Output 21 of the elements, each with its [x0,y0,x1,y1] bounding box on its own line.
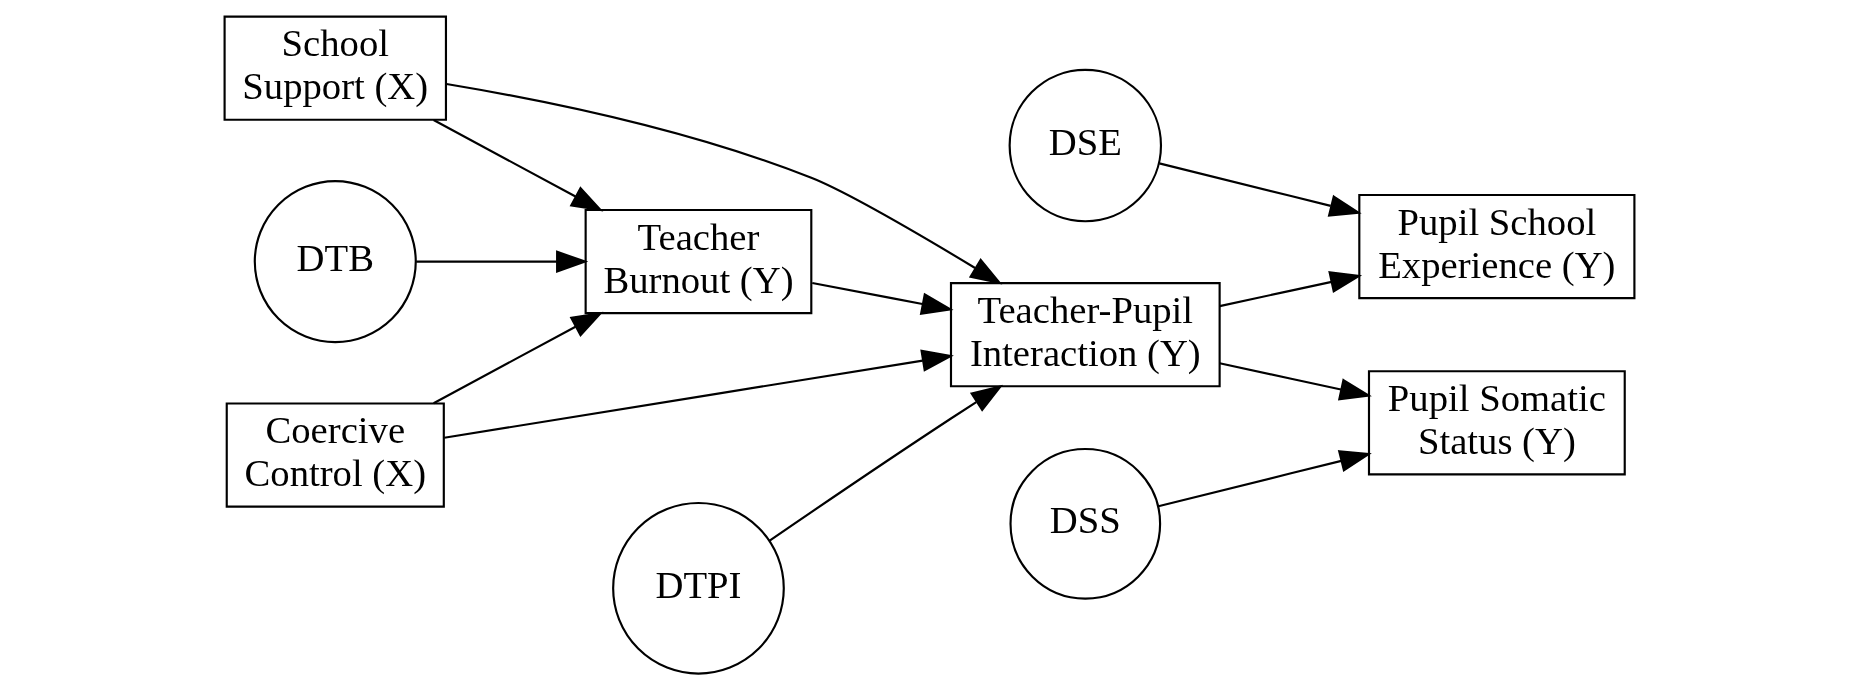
arrow [432,119,603,212]
arrow [811,281,954,315]
node-box: School Support (X) [223,15,447,121]
arrow [1158,162,1362,217]
arrow [432,311,603,405]
node-box: Pupil Somatic Status (Y) [1367,370,1626,476]
arrow [443,349,954,439]
arrow [1218,271,1362,308]
arrow [445,82,1002,285]
arrow [768,384,1003,542]
node-box: Teacher Burnout (Y) [584,208,812,315]
node-circle: DSE [1008,68,1162,223]
arrow [415,250,588,273]
arrow [1157,450,1372,508]
node-circle: DTB [253,180,417,344]
node-box: Pupil School Experience (Y) [1357,193,1635,300]
node-circle: DSS [1008,447,1161,600]
node-box: Coercive Control (X) [225,402,445,508]
node-circle: DTPI [611,501,785,675]
arrow [1218,362,1372,401]
node-box: Teacher-Pupil Interaction (Y) [949,282,1221,388]
